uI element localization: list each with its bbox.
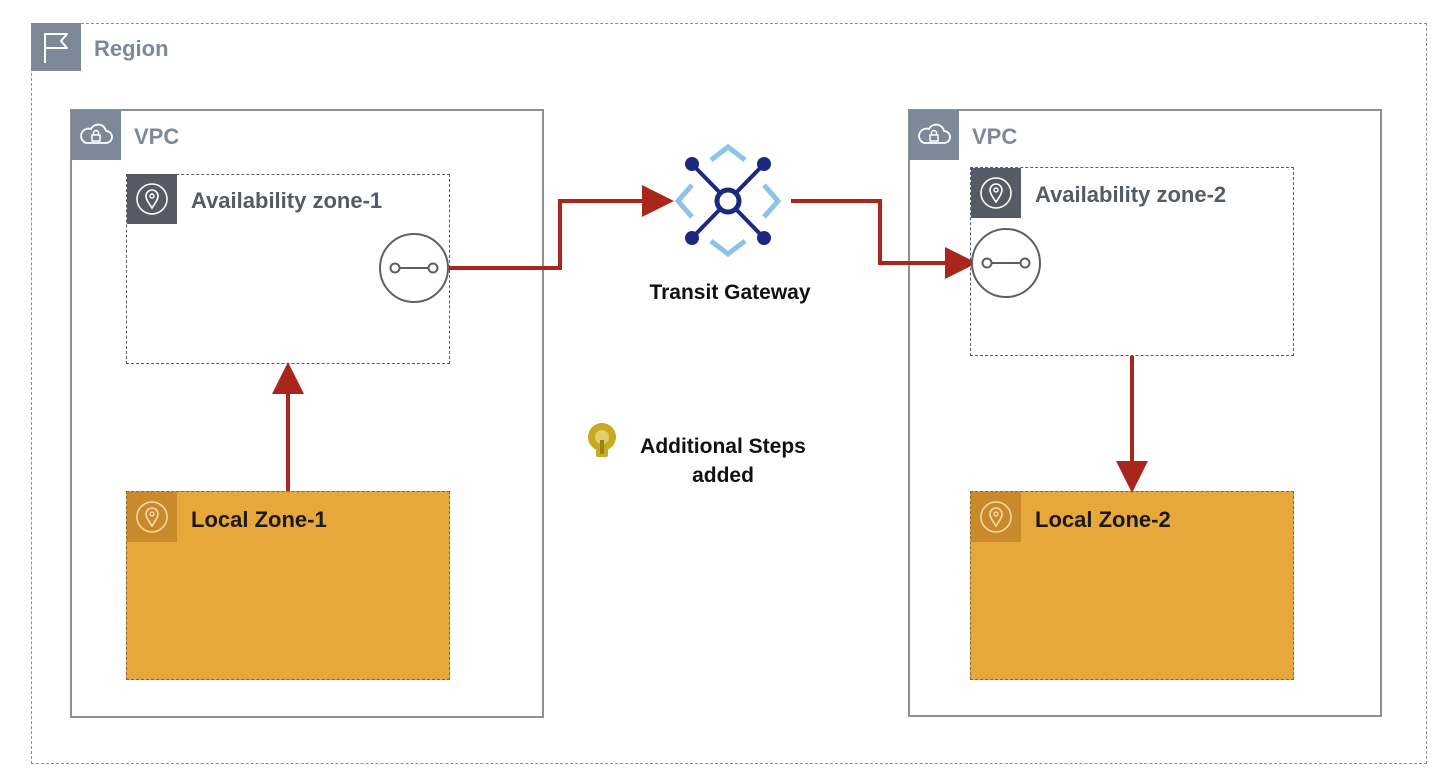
vpc-group-left: [70, 109, 544, 718]
local-zone-2-label: Local Zone-2: [1035, 507, 1171, 532]
transit-gateway-label: Transit Gateway: [649, 281, 811, 304]
local-zone-1-label: Local Zone-1: [191, 507, 327, 532]
vpc-group-right: [908, 109, 1382, 717]
availability-zone-2-label: Availability zone-2: [1035, 182, 1227, 207]
vpc-label-left: VPC: [134, 124, 180, 149]
transit-gateway-icon: [674, 143, 782, 258]
connector-az1-to-tgw: [449, 185, 674, 270]
note-line-2: added: [692, 464, 754, 487]
location-pin-icon: [971, 492, 1021, 542]
connector-tgw-to-az2: [791, 199, 977, 279]
additional-steps-note: Additional Steps added: [618, 432, 828, 490]
flag-icon: [31, 23, 81, 71]
vpc-attachment-icon: [971, 228, 1041, 298]
availability-zone-1-label: Availability zone-1: [191, 188, 383, 213]
location-pin-icon: [127, 174, 177, 224]
local-zone-1: [126, 491, 450, 680]
lightbulb-icon: [588, 423, 616, 457]
vpc-attachment-icon: [379, 233, 449, 303]
region-label: Region: [94, 36, 169, 61]
vpc-label-right: VPC: [972, 124, 1018, 149]
region-group: [31, 23, 1427, 764]
cloud-lock-icon: [71, 110, 121, 160]
cloud-lock-icon: [909, 110, 959, 160]
local-zone-2: [970, 491, 1294, 680]
location-pin-icon: [127, 492, 177, 542]
note-line-1: Additional Steps: [640, 435, 806, 458]
location-pin-icon: [971, 168, 1021, 218]
